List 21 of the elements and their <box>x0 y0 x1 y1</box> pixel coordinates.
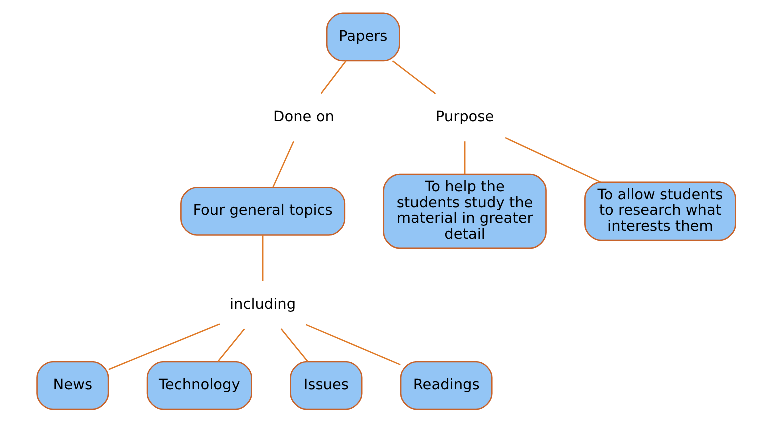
node-box: Four general topics <box>180 187 346 236</box>
connector <box>218 328 246 362</box>
node-box: Technology <box>146 361 252 410</box>
node-box: Readings <box>400 361 493 410</box>
connector <box>464 142 466 174</box>
node-text: Purpose <box>436 109 494 126</box>
node-text: Done on <box>274 109 334 126</box>
node-box: To help the students study the material in greater detail <box>383 174 547 250</box>
connector <box>320 60 347 94</box>
node-box: News <box>36 361 110 410</box>
connector <box>392 60 436 94</box>
node-text: including <box>230 296 296 313</box>
connector <box>306 324 401 366</box>
connector <box>262 235 264 282</box>
node-box: To allow students to research what interests them <box>584 182 736 242</box>
connector <box>108 324 220 370</box>
node-box: Papers <box>326 12 400 62</box>
node-box: Issues <box>290 361 363 410</box>
connector <box>272 141 294 188</box>
connector <box>505 137 601 183</box>
connector <box>280 328 308 362</box>
